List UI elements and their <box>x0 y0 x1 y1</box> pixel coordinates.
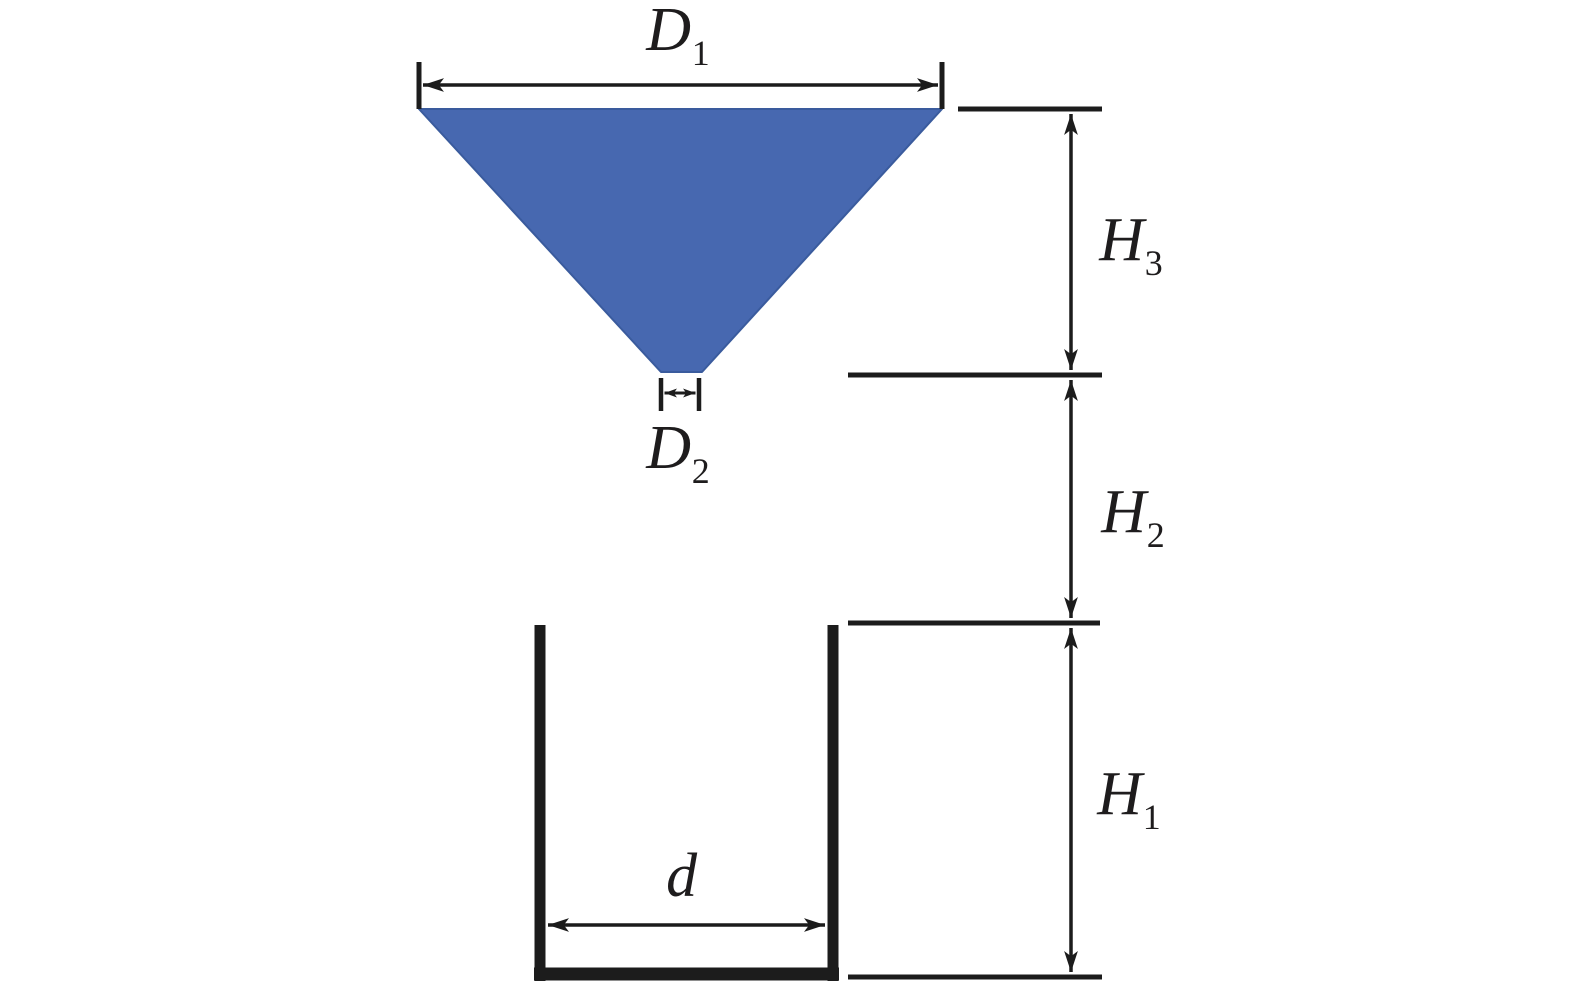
label-D1-symbol: D <box>646 0 692 64</box>
label-H2-symbol: H <box>1101 478 1147 546</box>
label-D2-symbol: D <box>646 414 692 482</box>
label-H2-subscript: 2 <box>1146 515 1165 556</box>
funnel-shape <box>418 108 943 373</box>
label-d: d <box>666 845 698 907</box>
linework <box>416 62 1102 981</box>
label-d-symbol: d <box>666 842 698 910</box>
label-D1: D1 <box>646 0 709 71</box>
label-H1: H1 <box>1097 760 1160 835</box>
label-H3-symbol: H <box>1099 206 1145 274</box>
label-D1-subscript: 1 <box>691 33 710 74</box>
label-H1-subscript: 1 <box>1142 797 1161 838</box>
label-H1-symbol: H <box>1097 760 1143 828</box>
label-D2: D2 <box>646 414 709 489</box>
label-H2: H2 <box>1101 478 1164 553</box>
label-H3: H3 <box>1099 206 1162 281</box>
label-H3-subscript: 3 <box>1144 243 1163 284</box>
label-D2-subscript: 2 <box>691 451 710 492</box>
